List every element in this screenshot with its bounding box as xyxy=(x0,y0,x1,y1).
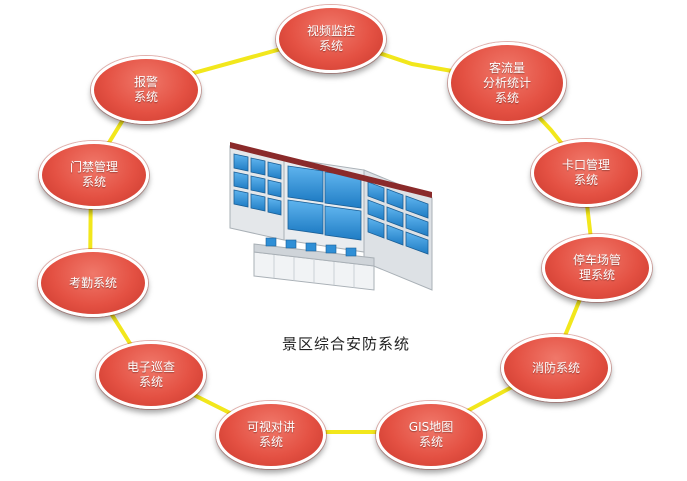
node-video-intercom[interactable]: 可视对讲 系统 xyxy=(216,401,326,469)
node-parking-management[interactable]: 停车场管 理系统 xyxy=(542,234,652,302)
node-checkpoint-management[interactable]: 卡口管理 系统 xyxy=(531,139,641,207)
node-attendance[interactable]: 考勤系统 xyxy=(38,249,148,317)
diagram-title: 景区综合安防系统 xyxy=(281,335,410,353)
node-label: 考勤系统 xyxy=(68,275,117,290)
node-gis-map[interactable]: GIS地图 系统 xyxy=(376,401,486,469)
node-label: 消防系统 xyxy=(531,360,580,375)
node-label: 视频监控 系统 xyxy=(306,24,355,53)
node-label: 门禁管理 系统 xyxy=(69,160,118,189)
node-access-control[interactable]: 门禁管理 系统 xyxy=(39,141,149,209)
node-label: 电子巡查 系统 xyxy=(126,360,175,389)
node-label: 可视对讲 系统 xyxy=(246,420,295,449)
node-label: 卡口管理 系统 xyxy=(561,158,610,187)
node-visitor-flow-analysis[interactable]: 客流量 分析统计 系统 xyxy=(448,42,566,124)
node-label: 报警 系统 xyxy=(133,75,158,104)
node-label: 停车场管 理系统 xyxy=(572,253,621,282)
node-video-surveillance[interactable]: 视频监控 系统 xyxy=(276,5,386,73)
node-fire-protection[interactable]: 消防系统 xyxy=(501,334,611,402)
node-label: GIS地图 系统 xyxy=(408,420,454,449)
node-label: 客流量 分析统计 系统 xyxy=(482,60,531,105)
video-wall-illustration xyxy=(229,142,433,291)
node-alarm[interactable]: 报警 系统 xyxy=(91,56,201,124)
node-electronic-patrol[interactable]: 电子巡查 系统 xyxy=(96,341,206,409)
